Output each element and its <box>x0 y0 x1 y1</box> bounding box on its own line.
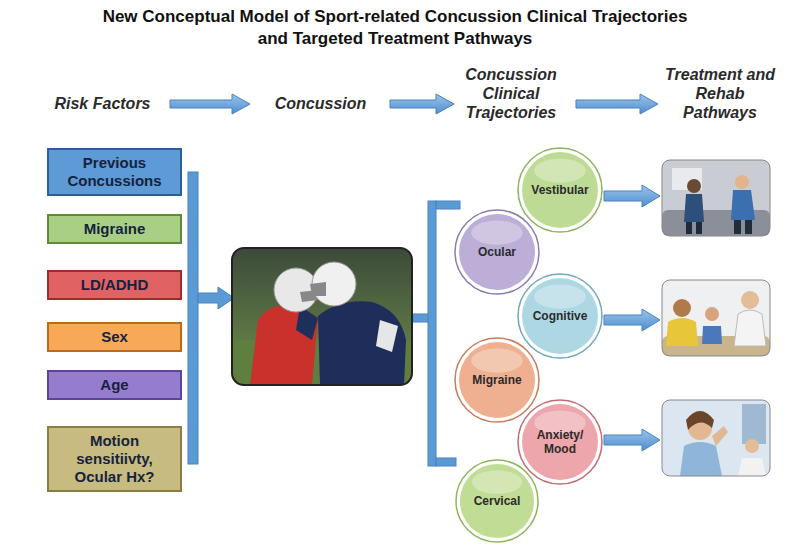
trajectory-circle: Anxiety/ Mood <box>517 399 603 485</box>
trajectory-circle: Vestibular <box>517 147 603 233</box>
trajectory-label: Vestibular <box>531 183 588 197</box>
risk-factor-label: Sex <box>101 328 128 346</box>
risk-factor-box: Sex <box>47 322 182 352</box>
cognitive-rehab-photo <box>662 280 770 356</box>
trajectory-circle: Migraine <box>454 337 540 423</box>
stage-heading: Treatment and Rehab Pathways <box>664 65 776 122</box>
risk-factor-box: LD/ADHD <box>47 270 182 300</box>
risk-factor-box: Previous Concussions <box>47 148 182 196</box>
risk-factor-label: Migraine <box>84 220 146 238</box>
risk-factor-label: Motion sensitiivty, Ocular Hx? <box>53 432 176 486</box>
stage-heading: Concussion <box>258 94 383 113</box>
trajectory-label: Cervical <box>474 494 521 508</box>
risk-factor-label: Age <box>100 376 128 394</box>
header-arrows <box>170 94 658 114</box>
treatment-arrows <box>604 185 660 451</box>
risk-factor-label: LD/ADHD <box>81 276 149 294</box>
risk-factor-label: Previous Concussions <box>53 154 176 190</box>
mood-support-photo <box>662 400 770 476</box>
trajectory-label: Ocular <box>478 245 516 259</box>
trajectory-circle: Cervical <box>455 459 539 543</box>
trajectory-label: Cognitive <box>533 309 588 323</box>
trajectory-label: Anxiety/ Mood <box>527 428 593 456</box>
football-photo <box>232 248 412 385</box>
trajectory-circle: Cognitive <box>517 273 603 359</box>
trajectory-circle: Ocular <box>454 209 540 295</box>
risk-factor-box: Migraine <box>47 214 182 244</box>
diagram-title: New Conceptual Model of Sport-related Co… <box>95 6 695 50</box>
vestibular-rehab-photo <box>662 160 770 236</box>
stage-heading: Concussion Clinical Trajectories <box>455 65 567 122</box>
stage-heading: Risk Factors <box>40 94 165 113</box>
trajectory-label: Migraine <box>472 373 521 387</box>
risk-bracket <box>188 172 234 464</box>
risk-factor-box: Motion sensitiivty, Ocular Hx? <box>47 426 182 492</box>
trajectory-bracket <box>413 201 460 466</box>
risk-factor-box: Age <box>47 370 182 400</box>
